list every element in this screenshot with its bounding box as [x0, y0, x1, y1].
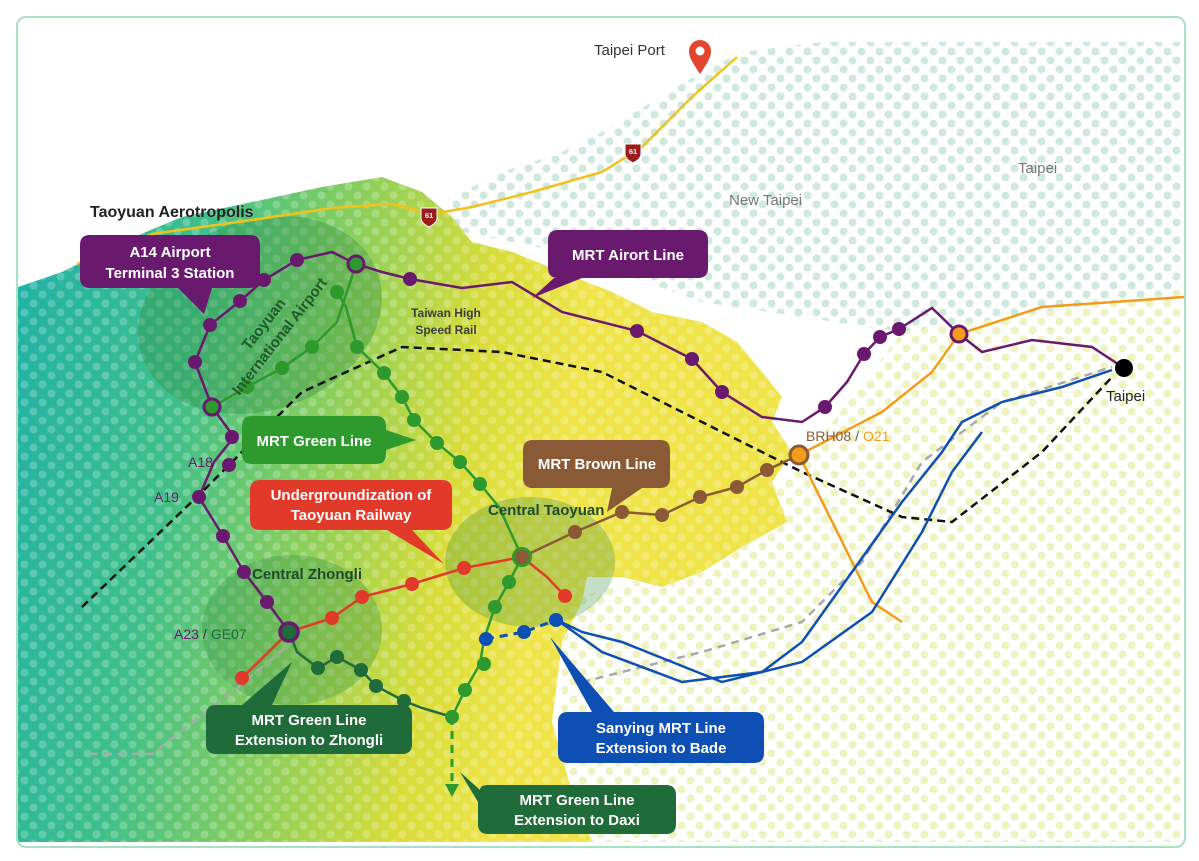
label-taipei-port: Taipei Port — [594, 42, 666, 59]
station-a18-transfer — [202, 397, 222, 417]
svg-text:61: 61 — [629, 147, 637, 156]
svg-text:A14 Airport: A14 Airport — [129, 244, 210, 261]
svg-text:Terminal 3 Station: Terminal 3 Station — [106, 265, 235, 282]
svg-text:MRT Green Line: MRT Green Line — [519, 792, 634, 809]
station-central-taoyuan — [512, 547, 532, 567]
station-a23-ge07 — [278, 621, 300, 643]
map-pin-icon[interactable] — [689, 40, 711, 74]
sanying-extension — [485, 618, 557, 641]
highway-shield-icon: 61 — [420, 207, 438, 228]
label-central-taoyuan: Central Taoyuan — [488, 502, 604, 519]
label-central-zhongli: Central Zhongli — [252, 566, 362, 583]
orange-line — [797, 295, 1184, 624]
map-frame: 61 61 Taipei Port Taoyuan Aerotropolis N… — [16, 16, 1186, 848]
transfer-stations[interactable] — [202, 254, 1133, 643]
label-hsr-line2: Speed Rail — [415, 323, 476, 337]
label-brh08-o21: BRH08/O21 — [806, 428, 890, 444]
green-stations[interactable] — [240, 285, 516, 724]
highway-61 — [76, 56, 738, 266]
svg-text:MRT Brown Line: MRT Brown Line — [538, 456, 656, 473]
label-taipei-region: Taipei — [1018, 160, 1057, 177]
callout-green-zhongli[interactable]: MRT Green Line Extension to Zhongli — [206, 662, 412, 754]
callout-sanying[interactable]: Sanying MRT Line Extension to Bade — [550, 637, 764, 763]
green-zhongli-stations[interactable] — [311, 650, 411, 708]
map-canvas[interactable]: 61 61 Taipei Port Taoyuan Aerotropolis N… — [18, 18, 1184, 846]
svg-text:MRT Green Line: MRT Green Line — [256, 433, 371, 450]
svg-text:Extension to Zhongli: Extension to Zhongli — [235, 732, 383, 749]
label-a18: A18 — [188, 454, 213, 470]
callout-airport-line[interactable]: MRT Airort Line — [532, 230, 708, 298]
highway-shield-icon: 61 — [624, 143, 642, 164]
brown-stations[interactable] — [568, 463, 774, 539]
dotted-region-south — [562, 292, 1182, 842]
label-new-taipei: New Taipei — [729, 192, 802, 209]
airport-stations[interactable] — [188, 253, 906, 609]
grey-dashed-line — [90, 365, 1113, 756]
svg-text:61: 61 — [425, 211, 433, 220]
callout-brown-line[interactable]: MRT Brown Line — [523, 440, 670, 512]
green-daxi-arrow — [445, 784, 459, 797]
svg-text:Sanying MRT Line: Sanying MRT Line — [596, 720, 726, 737]
callout-a14[interactable]: A14 Airport Terminal 3 Station — [80, 235, 260, 314]
label-a19: A19 — [154, 489, 179, 505]
svg-text:MRT Airort Line: MRT Airort Line — [572, 247, 684, 264]
svg-text:Undergroundization of: Undergroundization of — [271, 487, 433, 504]
station-a14 — [346, 254, 366, 274]
svg-text:Extension to Bade: Extension to Bade — [596, 740, 727, 757]
callout-railway[interactable]: Undergroundization of Taoyuan Railway — [250, 480, 452, 564]
sanying-line — [556, 368, 1113, 684]
station-orange-transfer — [949, 324, 969, 344]
svg-text:MRT Green Line: MRT Green Line — [251, 712, 366, 729]
svg-text:Taoyuan Railway: Taoyuan Railway — [291, 507, 412, 524]
label-a23-ge07: A23/GE07 — [174, 626, 247, 642]
callout-green-line[interactable]: MRT Green Line — [242, 416, 416, 464]
station-brh08-o21 — [788, 444, 810, 466]
station-taipei — [1115, 359, 1133, 377]
label-hsr-line1: Taiwan High — [411, 306, 481, 320]
callout-green-daxi[interactable]: MRT Green Line Extension to Daxi — [460, 772, 676, 834]
hsr-line — [81, 345, 1113, 608]
sanying-stations[interactable] — [479, 613, 563, 646]
svg-text:Extension to Daxi: Extension to Daxi — [514, 812, 640, 829]
label-taipei-station: Taipei — [1106, 388, 1145, 405]
railway-stations[interactable] — [235, 561, 572, 685]
label-taoyuan-aerotropolis: Taoyuan Aerotropolis — [90, 204, 254, 221]
